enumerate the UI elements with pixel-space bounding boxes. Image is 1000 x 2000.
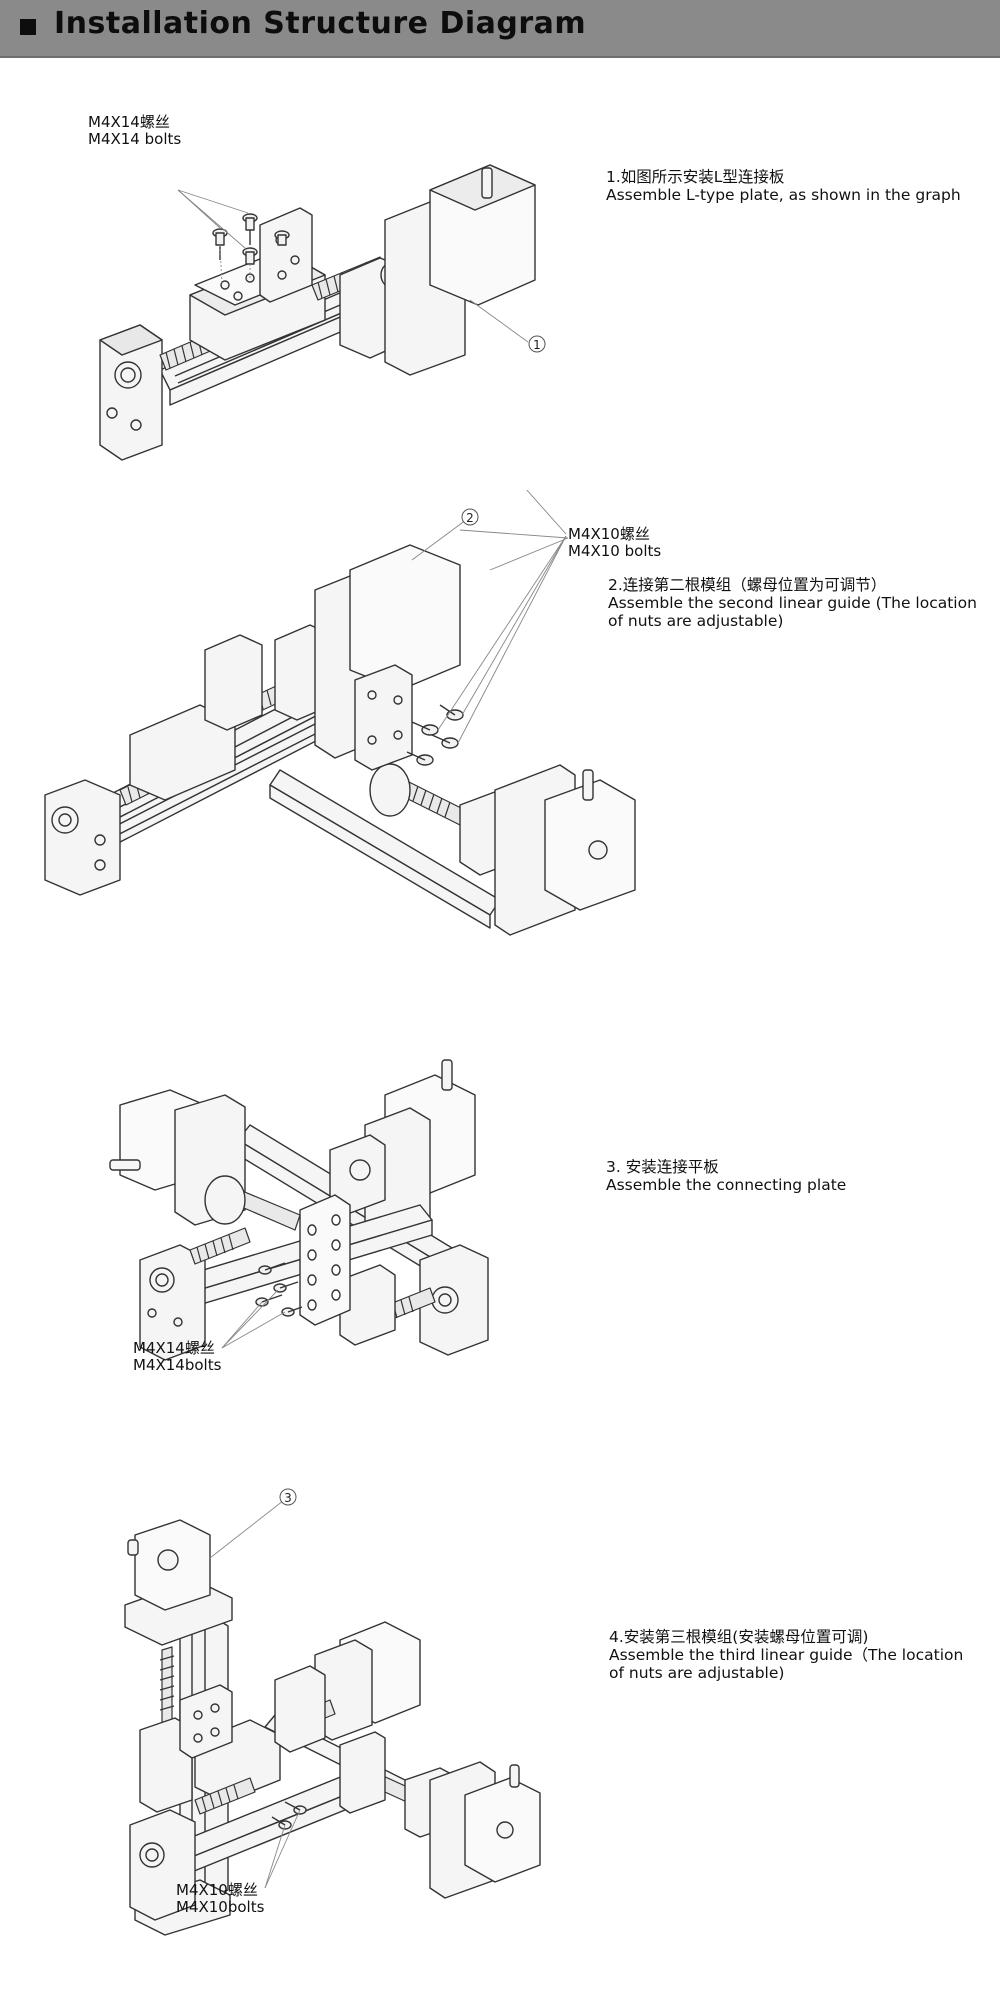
vertical-connecting-plate (179, 1684, 233, 1759)
vertical-motor-shaft (127, 1539, 139, 1556)
bolt-label-en: M4X14 bolts (88, 130, 182, 148)
step-1-title-en: Assemble L-type plate, as shown in the g… (606, 186, 961, 204)
marker-3-number: 3 (284, 1491, 292, 1505)
step-1-section: 1 M4X14螺丝 M4X14 bolts 1.如图所示安装L型连接板 Asse… (0, 70, 1000, 470)
lower-motor-shaft (582, 769, 594, 801)
step-1-drawing: 1 (99, 164, 546, 461)
page-title: Installation Structure Diagram (54, 6, 587, 41)
step-1-note: 1.如图所示安装L型连接板 Assemble L-type plate, as … (606, 168, 986, 204)
step-3-bolt-label: M4X14螺丝 M4X14bolts (133, 1340, 221, 1374)
step-3-note: 3. 安装连接平板 Assemble the connecting plate (606, 1158, 986, 1194)
bolt-label-cn: M4X14螺丝 (133, 1339, 215, 1357)
vertical-lead-screw (159, 1646, 175, 1729)
step-2-note: 2.连接第二根模组（螺母位置为可调节） Assemble the second … (608, 576, 988, 630)
step-2-drawing (44, 529, 636, 936)
bolt-label-cn: M4X14螺丝 (88, 113, 170, 131)
bolts (406, 704, 464, 766)
marker-1-number: 1 (533, 338, 541, 352)
step-3-title-cn: 3. 安装连接平板 (606, 1158, 719, 1176)
upper-slider-block (129, 704, 236, 801)
marker-1-circle (528, 335, 546, 353)
step-1-title-cn: 1.如图所示安装L型连接板 (606, 168, 785, 186)
connecting-bracket (354, 664, 413, 771)
step-4-title-en: Assemble the third linear guide（The loca… (609, 1646, 964, 1682)
step-4-note: 4.安装第三根模组(安装螺母位置可调) Assemble the third l… (609, 1628, 979, 1682)
upper-stepper-motor (349, 544, 461, 691)
step-2-section: 2 M4X10螺丝 M4X10 bolts 2.连接第二根模组（螺母位置为可调节… (0, 490, 1000, 970)
step-4-bolt-label: M4X10螺丝 M4X10bolts (176, 1882, 264, 1916)
front-motor-shaft (509, 1764, 520, 1788)
l-plate-vertical (259, 207, 313, 303)
header-banner: Installation Structure Diagram (0, 0, 1000, 58)
step-4-section: 3 M4X10螺丝 M4X10bolts 4.安装第三根模组(安装螺母位置可调)… (0, 1480, 1000, 1960)
main-end-plate-left (129, 1809, 196, 1921)
motor-shaft (481, 167, 493, 199)
step-3-title-en: Assemble the connecting plate (606, 1176, 847, 1194)
step-2-bolt-label: M4X10螺丝 M4X10 bolts (568, 526, 661, 560)
upper-end-plate-left (44, 779, 121, 896)
step-1-bolt-label: M4X14螺丝 M4X14 bolts (88, 114, 181, 148)
connecting-bracket (339, 1731, 386, 1814)
square-bullet-icon (20, 19, 36, 35)
bolts (255, 1262, 303, 1317)
bolt-label-cn: M4X10螺丝 (176, 1881, 258, 1899)
bolt-label-cn: M4X10螺丝 (568, 525, 650, 543)
step-3-drawing (109, 1059, 489, 1361)
step-4-title-cn: 4.安装第三根模组(安装螺母位置可调) (609, 1628, 869, 1646)
step-2-title-cn: 2.连接第二根模组（螺母位置为可调节） (608, 576, 887, 594)
left-motor-shaft (109, 1159, 141, 1171)
step-4-drawing: 3 (124, 1488, 541, 1936)
right-motor-shaft (441, 1059, 453, 1091)
bolt-label-en: M4X10bolts (176, 1898, 265, 1916)
marker-3-circle (279, 1488, 297, 1506)
step-2-title-en: Assemble the second linear guide (The lo… (608, 594, 977, 630)
bolt-label-en: M4X14bolts (133, 1356, 222, 1374)
bolt-label-en: M4X10 bolts (568, 542, 662, 560)
bolts (212, 213, 290, 265)
step-3-section: M4X14螺丝 M4X14bolts 3. 安装连接平板 Assemble th… (0, 1050, 1000, 1400)
